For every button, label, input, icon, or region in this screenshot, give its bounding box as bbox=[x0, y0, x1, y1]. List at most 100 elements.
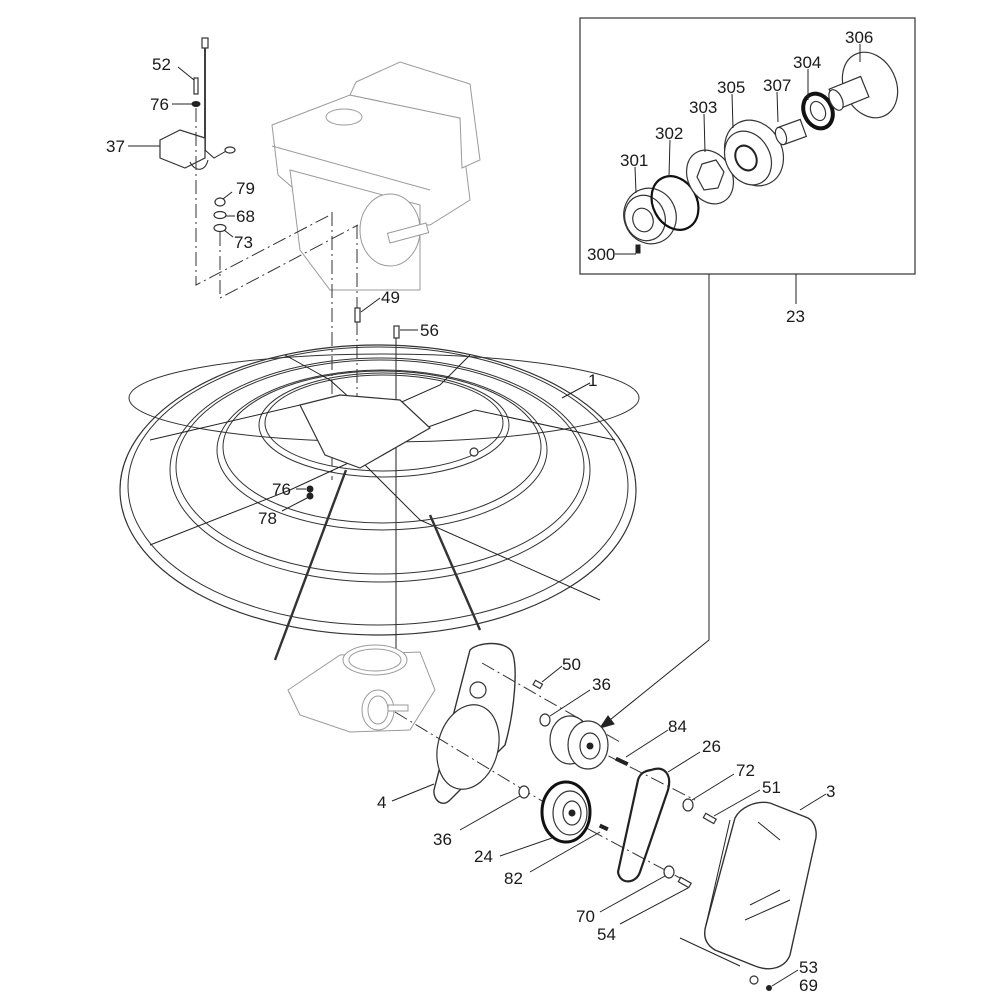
callout-69: 69 bbox=[799, 976, 818, 995]
pulley-hub-306 bbox=[828, 51, 899, 119]
washer-73 bbox=[213, 223, 227, 233]
gearbox bbox=[287, 644, 436, 733]
washer-76-lower bbox=[306, 485, 314, 493]
guard-axis-line bbox=[679, 937, 741, 967]
callout-36-upper: 36 bbox=[592, 675, 611, 694]
callout-51: 51 bbox=[762, 778, 781, 797]
callout-72: 72 bbox=[736, 761, 755, 780]
screw-69 bbox=[766, 985, 772, 991]
leader-50 bbox=[541, 665, 563, 683]
v-belt-26 bbox=[616, 767, 671, 883]
key-84 bbox=[615, 756, 629, 767]
leader-24 bbox=[499, 837, 553, 857]
washer-68 bbox=[213, 210, 227, 220]
clutch-drum-305 bbox=[723, 119, 785, 187]
bolt-50 bbox=[532, 679, 544, 690]
inset-pointer-line bbox=[599, 274, 710, 729]
bolt-56 bbox=[393, 325, 400, 339]
nut-78 bbox=[306, 492, 314, 500]
bushing-307 bbox=[774, 118, 808, 146]
callout-73: 73 bbox=[234, 233, 253, 252]
callout-78: 78 bbox=[258, 509, 277, 528]
callout-305: 305 bbox=[717, 78, 745, 97]
clutch-inset: 300 301 302 303 305 307 304 306 23 bbox=[579, 17, 916, 326]
pin-49 bbox=[354, 307, 361, 323]
spacer-36-upper bbox=[539, 713, 551, 727]
key-82 bbox=[598, 823, 609, 832]
plate-opening bbox=[436, 704, 500, 790]
hub-301 bbox=[623, 187, 677, 245]
callout-37: 37 bbox=[106, 137, 125, 156]
callout-23: 23 bbox=[786, 307, 805, 326]
leader-307 bbox=[776, 91, 779, 123]
leader-26 bbox=[667, 751, 701, 773]
leader-52 bbox=[177, 66, 195, 81]
pulley-24 bbox=[540, 780, 592, 844]
leader-70 bbox=[599, 875, 666, 913]
washer-76 bbox=[191, 101, 201, 107]
nut-79 bbox=[214, 197, 226, 207]
leader-79 bbox=[222, 191, 233, 200]
leader-82 bbox=[529, 831, 601, 873]
callout-70: 70 bbox=[576, 907, 595, 926]
callout-53: 53 bbox=[799, 958, 818, 977]
bearing-304 bbox=[801, 91, 835, 131]
callout-302: 302 bbox=[655, 124, 683, 143]
callout-3: 3 bbox=[826, 782, 835, 801]
callout-50: 50 bbox=[562, 655, 581, 674]
assembly-line-a bbox=[195, 108, 331, 286]
leader-36b bbox=[459, 795, 521, 831]
leader-36a bbox=[549, 689, 591, 717]
guard-ring bbox=[119, 344, 640, 661]
washer-53 bbox=[749, 975, 759, 985]
callout-304: 304 bbox=[793, 53, 821, 72]
callout-36-lower: 36 bbox=[433, 830, 452, 849]
leader-72 bbox=[691, 773, 735, 801]
callout-4: 4 bbox=[377, 793, 386, 812]
leader-302 bbox=[668, 139, 671, 177]
callout-306: 306 bbox=[845, 28, 873, 47]
leader-49 bbox=[360, 297, 381, 313]
callout-84: 84 bbox=[668, 717, 687, 736]
washer-72 bbox=[682, 798, 694, 812]
leader-303 bbox=[703, 113, 706, 153]
bolt-54 bbox=[677, 876, 693, 889]
leader-73 bbox=[223, 229, 234, 238]
callout-307: 307 bbox=[763, 76, 791, 95]
leader-3 bbox=[799, 793, 827, 811]
shaft-axis-lower bbox=[394, 711, 591, 831]
callout-82: 82 bbox=[504, 869, 523, 888]
leader-301 bbox=[634, 166, 637, 194]
callout-68: 68 bbox=[236, 207, 255, 226]
callout-303: 303 bbox=[689, 98, 717, 117]
shaft-axis-upper-right bbox=[586, 744, 696, 801]
callout-301: 301 bbox=[620, 151, 648, 170]
leader-54 bbox=[619, 887, 689, 925]
callout-52: 52 bbox=[152, 55, 171, 74]
plate-hole bbox=[469, 681, 487, 699]
arrow-head bbox=[598, 715, 615, 729]
leader-84 bbox=[625, 729, 669, 758]
bolt-52 bbox=[193, 77, 199, 95]
callout-54: 54 bbox=[597, 925, 616, 944]
engine bbox=[271, 61, 481, 291]
leader-51 bbox=[713, 789, 761, 817]
callout-300: 300 bbox=[587, 245, 615, 264]
washer-70 bbox=[663, 865, 675, 879]
leader-305 bbox=[731, 93, 734, 129]
bolt-51 bbox=[702, 812, 718, 825]
callout-76-lower: 76 bbox=[272, 480, 291, 499]
callout-1: 1 bbox=[588, 371, 597, 390]
leader-78 bbox=[281, 497, 308, 512]
callout-24: 24 bbox=[474, 847, 493, 866]
leader-4 bbox=[391, 783, 435, 802]
spacer-36-lower bbox=[518, 785, 530, 799]
set-screw-300 bbox=[635, 244, 641, 254]
callout-79: 79 bbox=[236, 179, 255, 198]
kill-switch-assembly bbox=[159, 37, 236, 170]
callout-76-top: 76 bbox=[150, 95, 169, 114]
leader-53 bbox=[771, 969, 799, 987]
callout-26: 26 bbox=[702, 737, 721, 756]
clutch-pulley bbox=[549, 715, 609, 770]
